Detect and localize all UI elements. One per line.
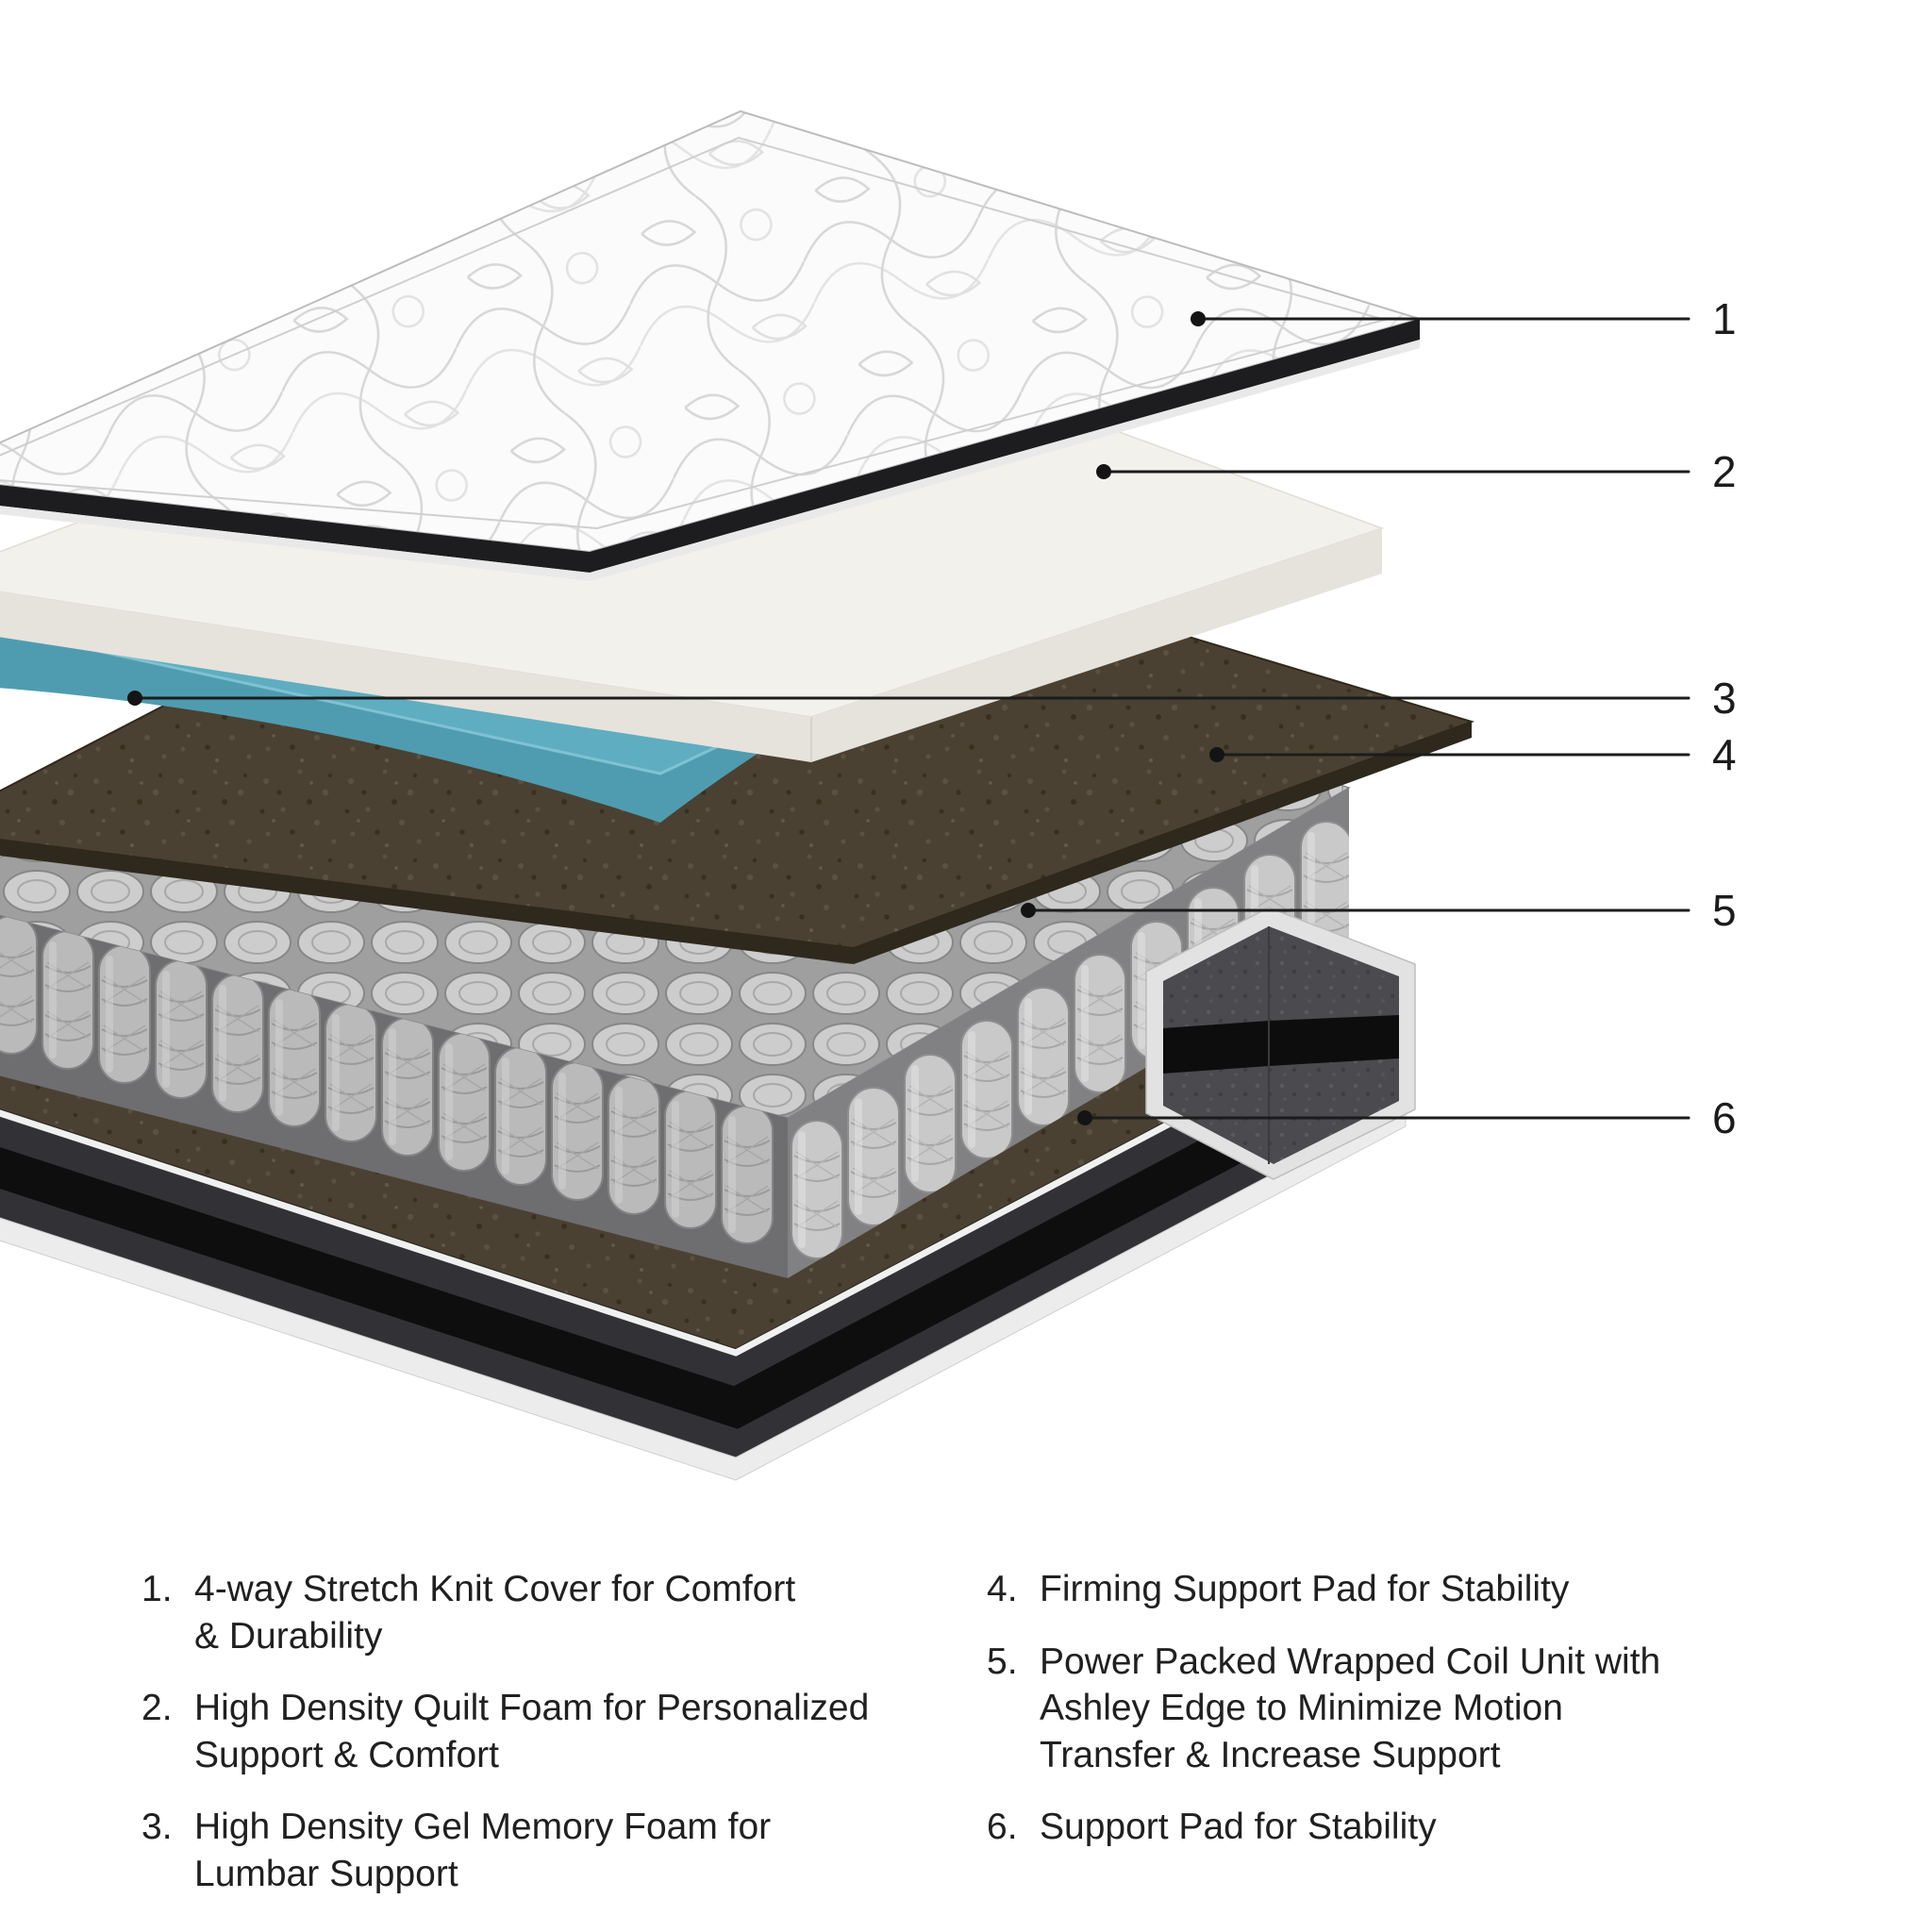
legend-column-left: 1. 4-way Stretch Knit Cover for Comfort … — [142, 1566, 953, 1923]
legend-line: 4-way Stretch Knit Cover for Comfort — [194, 1569, 796, 1609]
legend-item-number: 3. — [142, 1807, 173, 1848]
callout-number: 5 — [1712, 886, 1737, 935]
legend-item-text: Support Pad for Stability — [1040, 1804, 1836, 1851]
legend-item-number: 1. — [142, 1569, 173, 1609]
legend-line: Transfer & Increase Support — [1040, 1734, 1501, 1775]
base-corner-edge-panel — [1145, 907, 1416, 1180]
callout-2: 2 — [1096, 447, 1737, 496]
callout-dot — [1191, 311, 1206, 326]
callout-number: 1 — [1712, 294, 1737, 343]
callout-dot — [1096, 464, 1111, 479]
legend-item-1: 1. 4-way Stretch Knit Cover for Comfort … — [142, 1566, 953, 1659]
callout-dot — [1209, 747, 1224, 762]
legend-item-2: 2. High Density Quilt Foam for Personali… — [142, 1685, 953, 1778]
legend-item-text: Power Packed Wrapped Coil Unit with Ashl… — [1040, 1639, 1836, 1779]
legend-line: Support Pad for Stability — [1040, 1807, 1437, 1848]
callout-number: 2 — [1712, 447, 1737, 496]
legend-item-6: 6. Support Pad for Stability — [987, 1804, 1836, 1851]
callout-number: 4 — [1712, 730, 1737, 779]
callout-number: 6 — [1712, 1093, 1737, 1142]
legend-column-right: 4. Firming Support Pad for Stability 5. … — [987, 1566, 1836, 1876]
legend-item-number: 4. — [987, 1569, 1018, 1609]
mattress-exploded-diagram: 1 2 3 4 5 — [0, 109, 1737, 1481]
legend-item-3: 3. High Density Gel Memory Foam for Lumb… — [142, 1804, 953, 1897]
legend-item-number: 5. — [987, 1641, 1018, 1682]
callouts: 1 2 3 4 5 — [127, 294, 1737, 1142]
legend-item-text: 4-way Stretch Knit Cover for Comfort & D… — [194, 1566, 953, 1659]
callout-5: 5 — [1021, 886, 1737, 935]
callout-4: 4 — [1209, 730, 1737, 779]
legend-item-text: High Density Gel Memory Foam for Lumbar … — [194, 1804, 953, 1897]
legend-line: High Density Quilt Foam for Personalized — [194, 1688, 870, 1729]
legend-item-text: High Density Quilt Foam for Personalized… — [194, 1685, 953, 1778]
legend-item-4: 4. Firming Support Pad for Stability — [987, 1566, 1836, 1613]
legend-item-number: 6. — [987, 1807, 1018, 1848]
callout-number: 3 — [1712, 674, 1737, 723]
callout-6: 6 — [1077, 1093, 1737, 1142]
legend-line: & Durability — [194, 1615, 383, 1657]
legend-item-text: Firming Support Pad for Stability — [1040, 1566, 1836, 1613]
legend-line: Support & Comfort — [194, 1734, 499, 1775]
legend-line: Firming Support Pad for Stability — [1040, 1569, 1570, 1609]
callout-dot — [1021, 903, 1036, 918]
callout-3: 3 — [127, 674, 1737, 723]
legend: 1. 4-way Stretch Knit Cover for Comfort … — [0, 1566, 1932, 1924]
legend-line: Lumbar Support — [194, 1853, 458, 1894]
callout-dot — [127, 691, 142, 706]
legend-item-5: 5. Power Packed Wrapped Coil Unit with A… — [987, 1639, 1836, 1779]
legend-line: High Density Gel Memory Foam for — [194, 1807, 772, 1848]
callout-dot — [1077, 1110, 1092, 1125]
legend-line: Ashley Edge to Minimize Motion — [1040, 1688, 1563, 1729]
legend-line: Power Packed Wrapped Coil Unit with — [1040, 1641, 1661, 1682]
legend-item-number: 2. — [142, 1688, 173, 1729]
callout-1: 1 — [1191, 294, 1737, 343]
